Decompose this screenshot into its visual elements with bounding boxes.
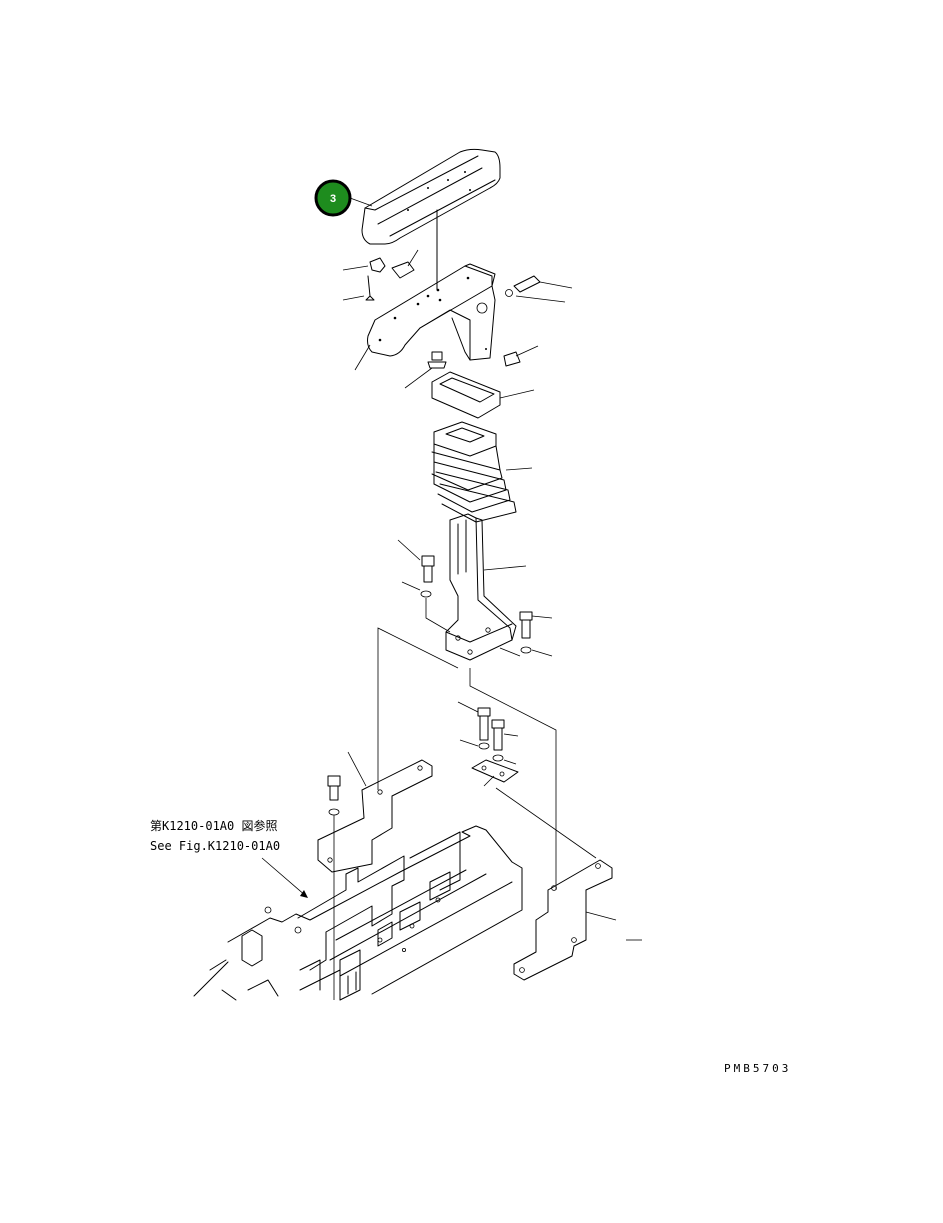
boot-frame [431,371,535,419]
connector-line-right [469,668,557,890]
rubber-boot [431,421,533,523]
callout-leader [349,197,373,207]
mount-plate-left [317,751,433,873]
bolt-upper-right [505,275,573,303]
cab-frame-assembly [193,825,523,1001]
console-bracket [367,263,496,361]
bolts-over-small-plate [457,701,519,765]
bolt-right-of-stand [499,611,553,657]
drawing-code: PMB5703 [724,1062,791,1075]
clip-part [342,257,386,273]
lever-stand [445,513,527,661]
support-bracket-right [513,859,642,981]
reference-note-japanese: 第K1210-01A0 図参照 [150,818,277,833]
reference-note-english: See Fig.K1210-01A0 [150,839,280,853]
mount-plate-small [471,759,597,859]
bolt-above-plate [327,775,341,1000]
bolt-left-of-stand [397,539,451,633]
reference-arrow [261,857,308,898]
screw-part [391,249,419,279]
armrest-cushion [361,148,501,245]
connector-line-left [377,627,459,790]
pin-part [342,275,375,301]
bolt-below-bracket [404,351,447,389]
part-callout-3[interactable]: 3 [314,179,352,217]
callout-number: 3 [330,193,336,205]
bolt-right [503,345,539,367]
bracket-leader [354,344,371,371]
